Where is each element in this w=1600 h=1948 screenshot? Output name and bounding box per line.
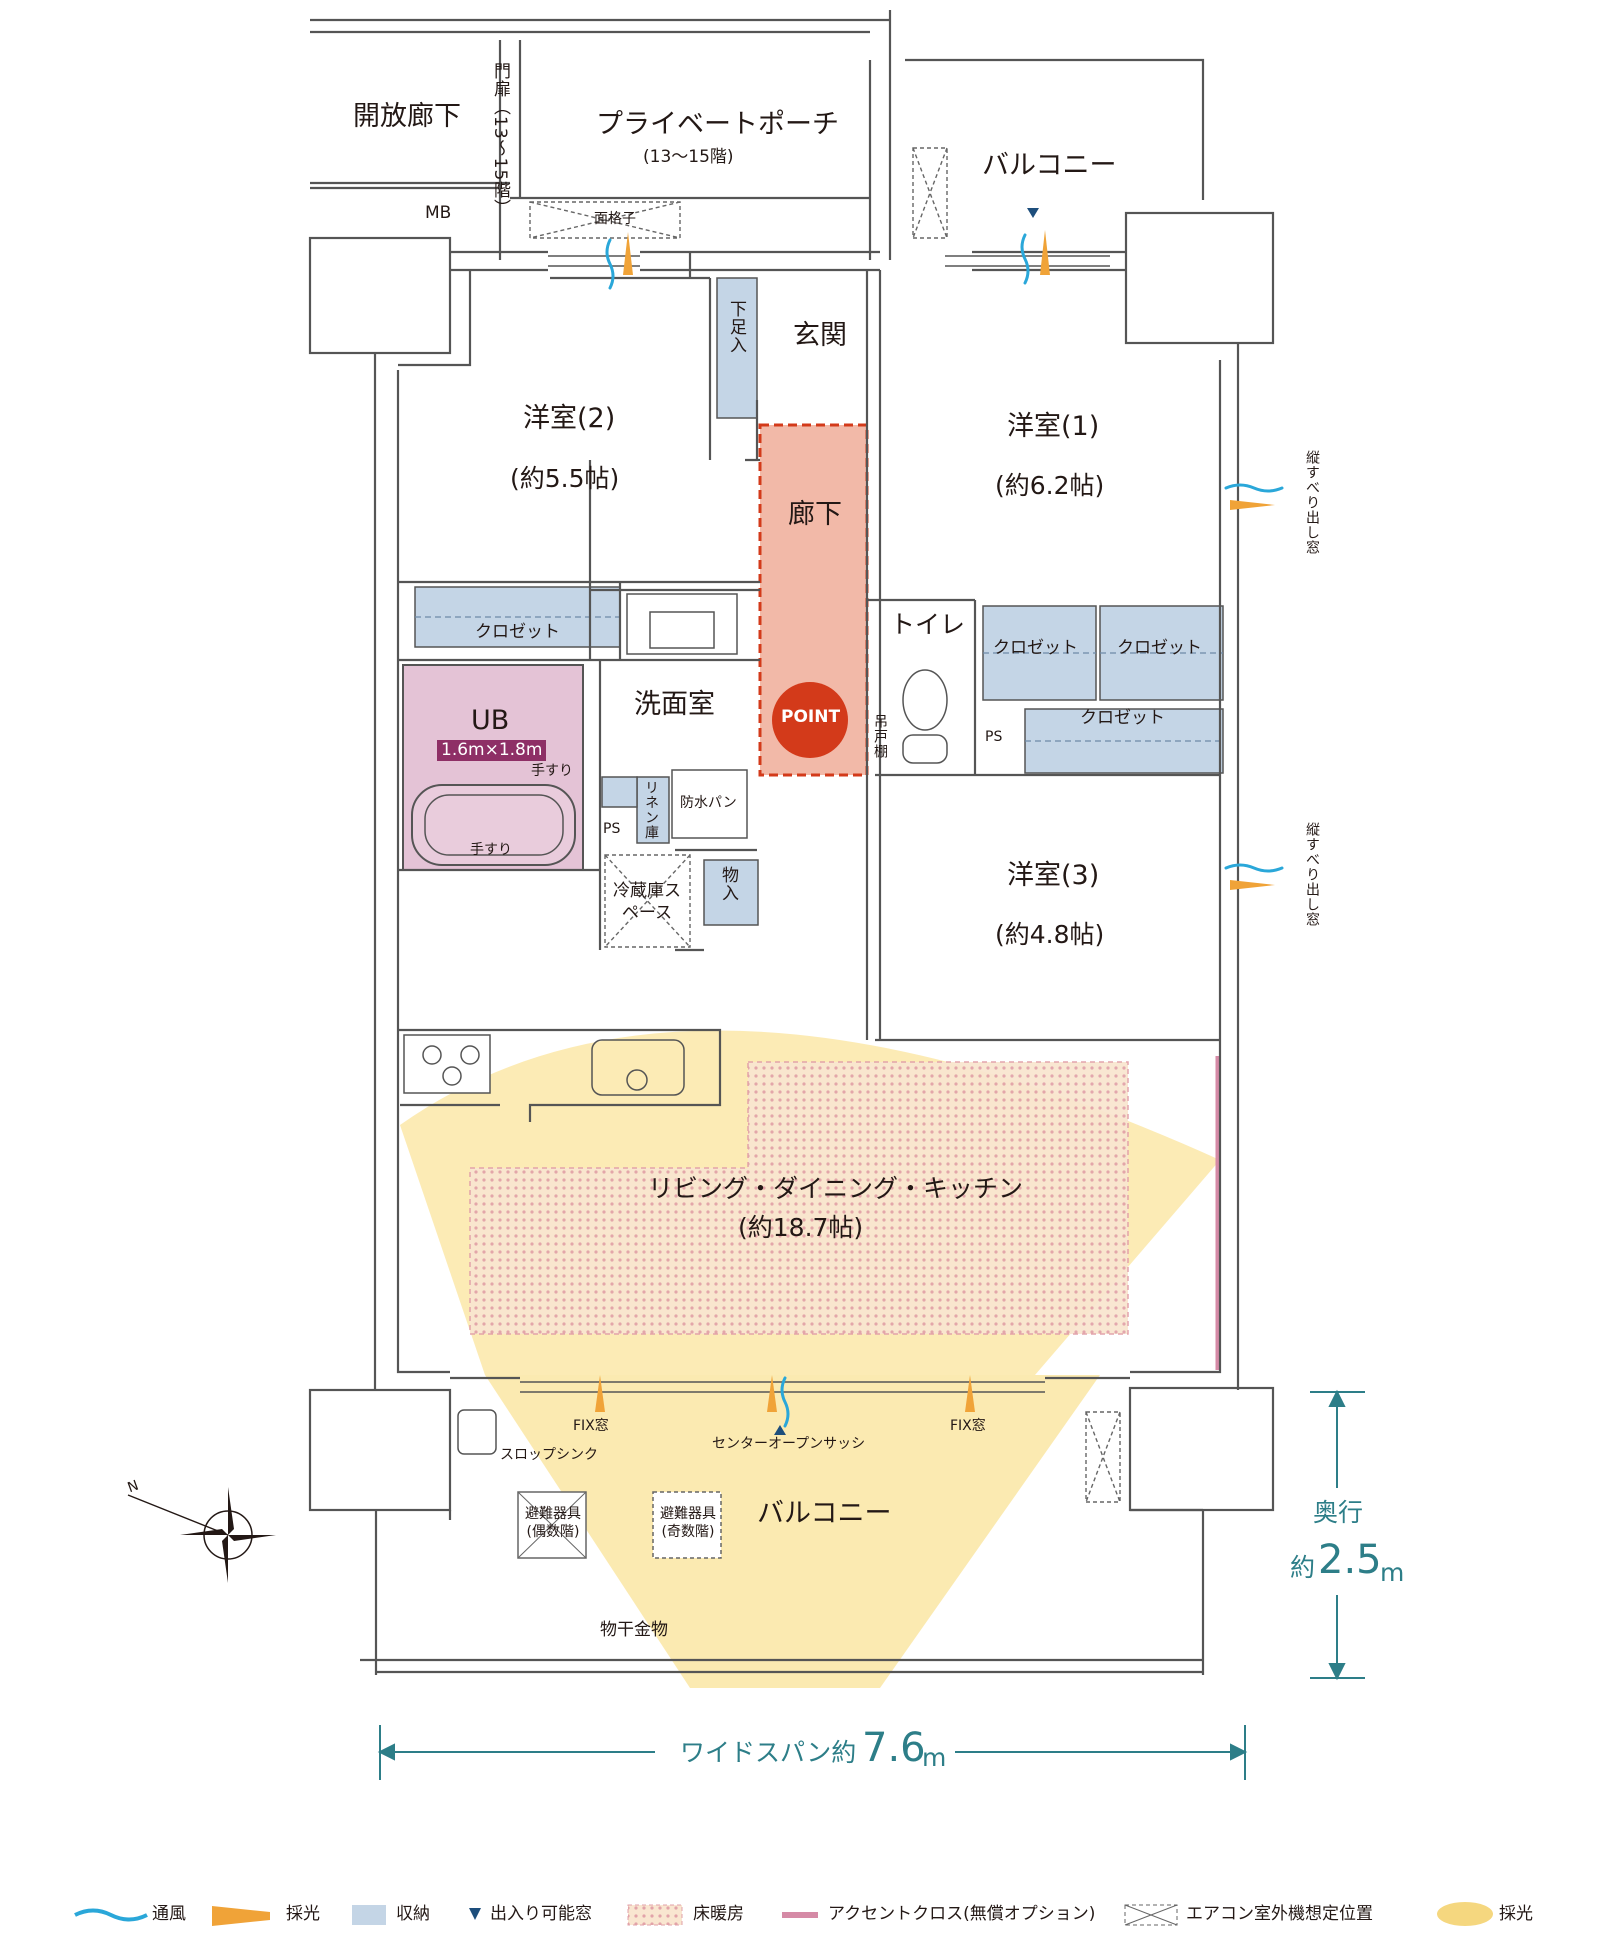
slop-sink-label: スロップシンク [500, 1447, 598, 1463]
legend-wind-label: 通風 [152, 1904, 186, 1924]
depth-label: 奥行 [1313, 1498, 1364, 1527]
escape-odd-label: 避難器具(奇数階) [660, 1506, 716, 1541]
genkan-label: 玄関 [793, 320, 847, 351]
closet-label-room1-left: クロゼット [993, 638, 1078, 658]
fix-window-right-label: FIX窓 [950, 1418, 986, 1434]
shoe-storage-label: 下足入 [726, 300, 746, 354]
ub-size-badge: 1.6m×1.8m [437, 740, 547, 761]
side-window-label-2: 縦すべり出し窓 [1304, 822, 1320, 927]
span-value: 7.6 [862, 1725, 926, 1771]
mb-label: MB [425, 203, 452, 223]
room3-size: (約4.8帖) [995, 920, 1105, 949]
column-south-right [1128, 1386, 1275, 1512]
room2-size: (約5.5帖) [510, 464, 620, 493]
ldk-name: リビング・ダイニング・キッチン [648, 1174, 1024, 1203]
storage-cabinet [703, 859, 759, 926]
legend-light-area-label: 採光 [1499, 1904, 1533, 1924]
aircon-position-south [1085, 1411, 1121, 1503]
room3-name: 洋室(3) [1007, 860, 1100, 891]
south-balcony-railing [360, 1508, 1205, 1675]
legend-door-window-label: 出入り可能窓 [490, 1904, 592, 1924]
slop-sink [457, 1409, 497, 1455]
ldk-size: (約18.7帖) [738, 1213, 864, 1242]
gate-label: 門扉（13〜15階） [490, 62, 510, 218]
compass-rose [127, 1487, 276, 1583]
room1-name: 洋室(1) [1007, 411, 1100, 442]
wash-basin [626, 593, 738, 655]
legend-swatches [74, 1902, 1493, 1926]
toilet-bowl [902, 669, 948, 731]
shoe-storage [716, 277, 758, 419]
linen-storage [636, 776, 670, 844]
fix-window-left-label: FIX窓 [573, 1418, 609, 1434]
bathtub [411, 784, 576, 866]
side-window-label-1: 縦すべり出し窓 [1304, 450, 1320, 555]
point-badge-circle [772, 682, 848, 758]
room2-wall [398, 252, 710, 367]
partitions [398, 270, 1220, 1042]
daylight-area-balcony [485, 1375, 1100, 1688]
legend-aircon-label: エアコン室外機想定位置 [1186, 1904, 1373, 1924]
depth-prefix: 約 [1290, 1553, 1316, 1582]
aircon-position-north [912, 147, 948, 239]
column-north-right [1124, 211, 1275, 345]
closet-label-room1-right: クロゼット [1117, 638, 1202, 658]
hallway-label: 廊下 [788, 499, 842, 530]
column-north-left [308, 236, 452, 355]
linen-small [601, 776, 638, 808]
kitchen-counter [398, 1028, 722, 1122]
ps-label-2: PS [603, 821, 621, 837]
ub-name: UB [471, 705, 510, 736]
floor-heating-area [469, 1061, 1129, 1335]
waterproof-pan-label: 防水パン [680, 795, 737, 811]
span-label: ワイドスパン約 [680, 1738, 857, 1767]
legend-light-label: 採光 [286, 1904, 320, 1924]
depth-value: 2.5 [1318, 1537, 1382, 1583]
toilet-label: トイレ [890, 610, 966, 639]
legend-floor-heating-label: 床暖房 [693, 1904, 744, 1924]
waterproof-pan-box [671, 769, 748, 839]
outer-wall-west [373, 353, 450, 1390]
room1-size: (約6.2帖) [995, 471, 1105, 500]
closet-label-room3: クロゼット [1080, 708, 1165, 728]
hanging-shelf-label: 吊戸棚 [872, 714, 888, 759]
point-badge-label: POINT [781, 707, 841, 727]
corridor-lines [310, 10, 1205, 260]
closet-label-room2: クロゼット [475, 622, 560, 642]
column-south-left [308, 1388, 452, 1512]
fridge-space [604, 854, 691, 948]
private-porch-note: (13〜15階) [643, 147, 734, 167]
fridge-label: 冷蔵庫スペース [613, 881, 681, 924]
lattice-label: 面格子 [594, 211, 636, 227]
ub-handrail-1: 手すり [531, 763, 573, 779]
ps-label-1: PS [985, 729, 1003, 745]
wash-room-label: 洗面室 [634, 689, 715, 720]
depth-unit: m [1380, 1558, 1405, 1587]
kitchen-sink [591, 1039, 685, 1096]
escape-even-label: 避難器具(偶数階) [525, 1506, 581, 1541]
escape-hatch-odd [652, 1491, 722, 1559]
open-corridor-label: 開放廊下 [353, 101, 461, 132]
room2-name: 洋室(2) [523, 403, 616, 434]
storage-label: 物入 [718, 866, 738, 902]
north-balcony-label: バルコニー [982, 150, 1117, 181]
legend-accent-label: アクセントクロス(無償オプション) [828, 1904, 1096, 1924]
linen-label: リネン庫 [643, 780, 659, 840]
ub-handrail-2: 手すり [470, 842, 512, 858]
center-sash-label: センターオープンサッシ [712, 1436, 866, 1452]
span-unit: m [922, 1743, 947, 1772]
private-porch-title: プライベートポーチ [596, 109, 839, 140]
drying-hardware-label: 物干金物 [600, 1620, 668, 1640]
aircon-position-porch [529, 201, 681, 239]
south-balcony-label: バルコニー [757, 1498, 892, 1529]
legend-storage-label: 収納 [396, 1904, 430, 1924]
